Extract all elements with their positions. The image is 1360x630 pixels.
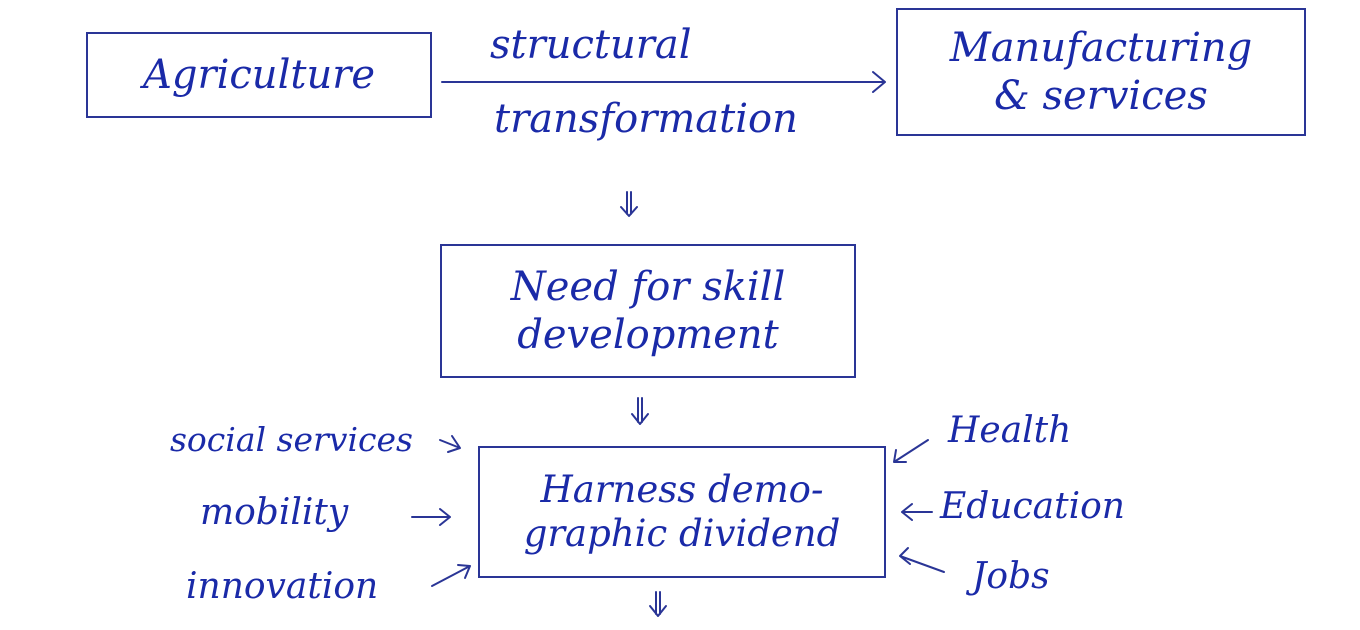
input-health: Health <box>948 410 1072 451</box>
arrow-agri-to-manufacturing <box>441 71 886 93</box>
demographic-dividend-box: Harness demo- graphic dividend <box>478 446 886 578</box>
arrow-social-services <box>439 435 461 453</box>
agriculture-label: Agriculture <box>143 52 375 98</box>
input-mobility: mobility <box>200 492 349 533</box>
arrow-education <box>901 503 933 521</box>
input-social-services: social services <box>170 420 413 459</box>
arrow-down-to-skill <box>620 191 638 217</box>
arrow-down-below-dividend <box>649 591 667 617</box>
arrow-down-to-dividend <box>631 397 649 425</box>
transformation-label: transformation <box>494 96 798 142</box>
arrow-mobility <box>411 508 451 526</box>
arrow-innovation <box>431 564 471 587</box>
manufacturing-label: Manufacturing <box>949 25 1253 71</box>
input-jobs: Jobs <box>972 556 1050 597</box>
structural-label: structural <box>490 22 692 68</box>
skill-line-2: development <box>517 312 779 358</box>
input-education: Education <box>940 486 1125 527</box>
manufacturing-services-box: Manufacturing & services <box>896 8 1306 136</box>
skill-line-1: Need for skill <box>510 264 786 310</box>
arrow-health <box>893 439 929 463</box>
arrow-jobs <box>899 547 945 573</box>
services-label: & services <box>994 73 1208 119</box>
dividend-line-2: graphic dividend <box>523 512 841 555</box>
agriculture-box: Agriculture <box>86 32 432 118</box>
dividend-line-1: Harness demo- <box>540 467 824 511</box>
skill-development-box: Need for skill development <box>440 244 856 378</box>
input-innovation: innovation <box>186 566 379 607</box>
